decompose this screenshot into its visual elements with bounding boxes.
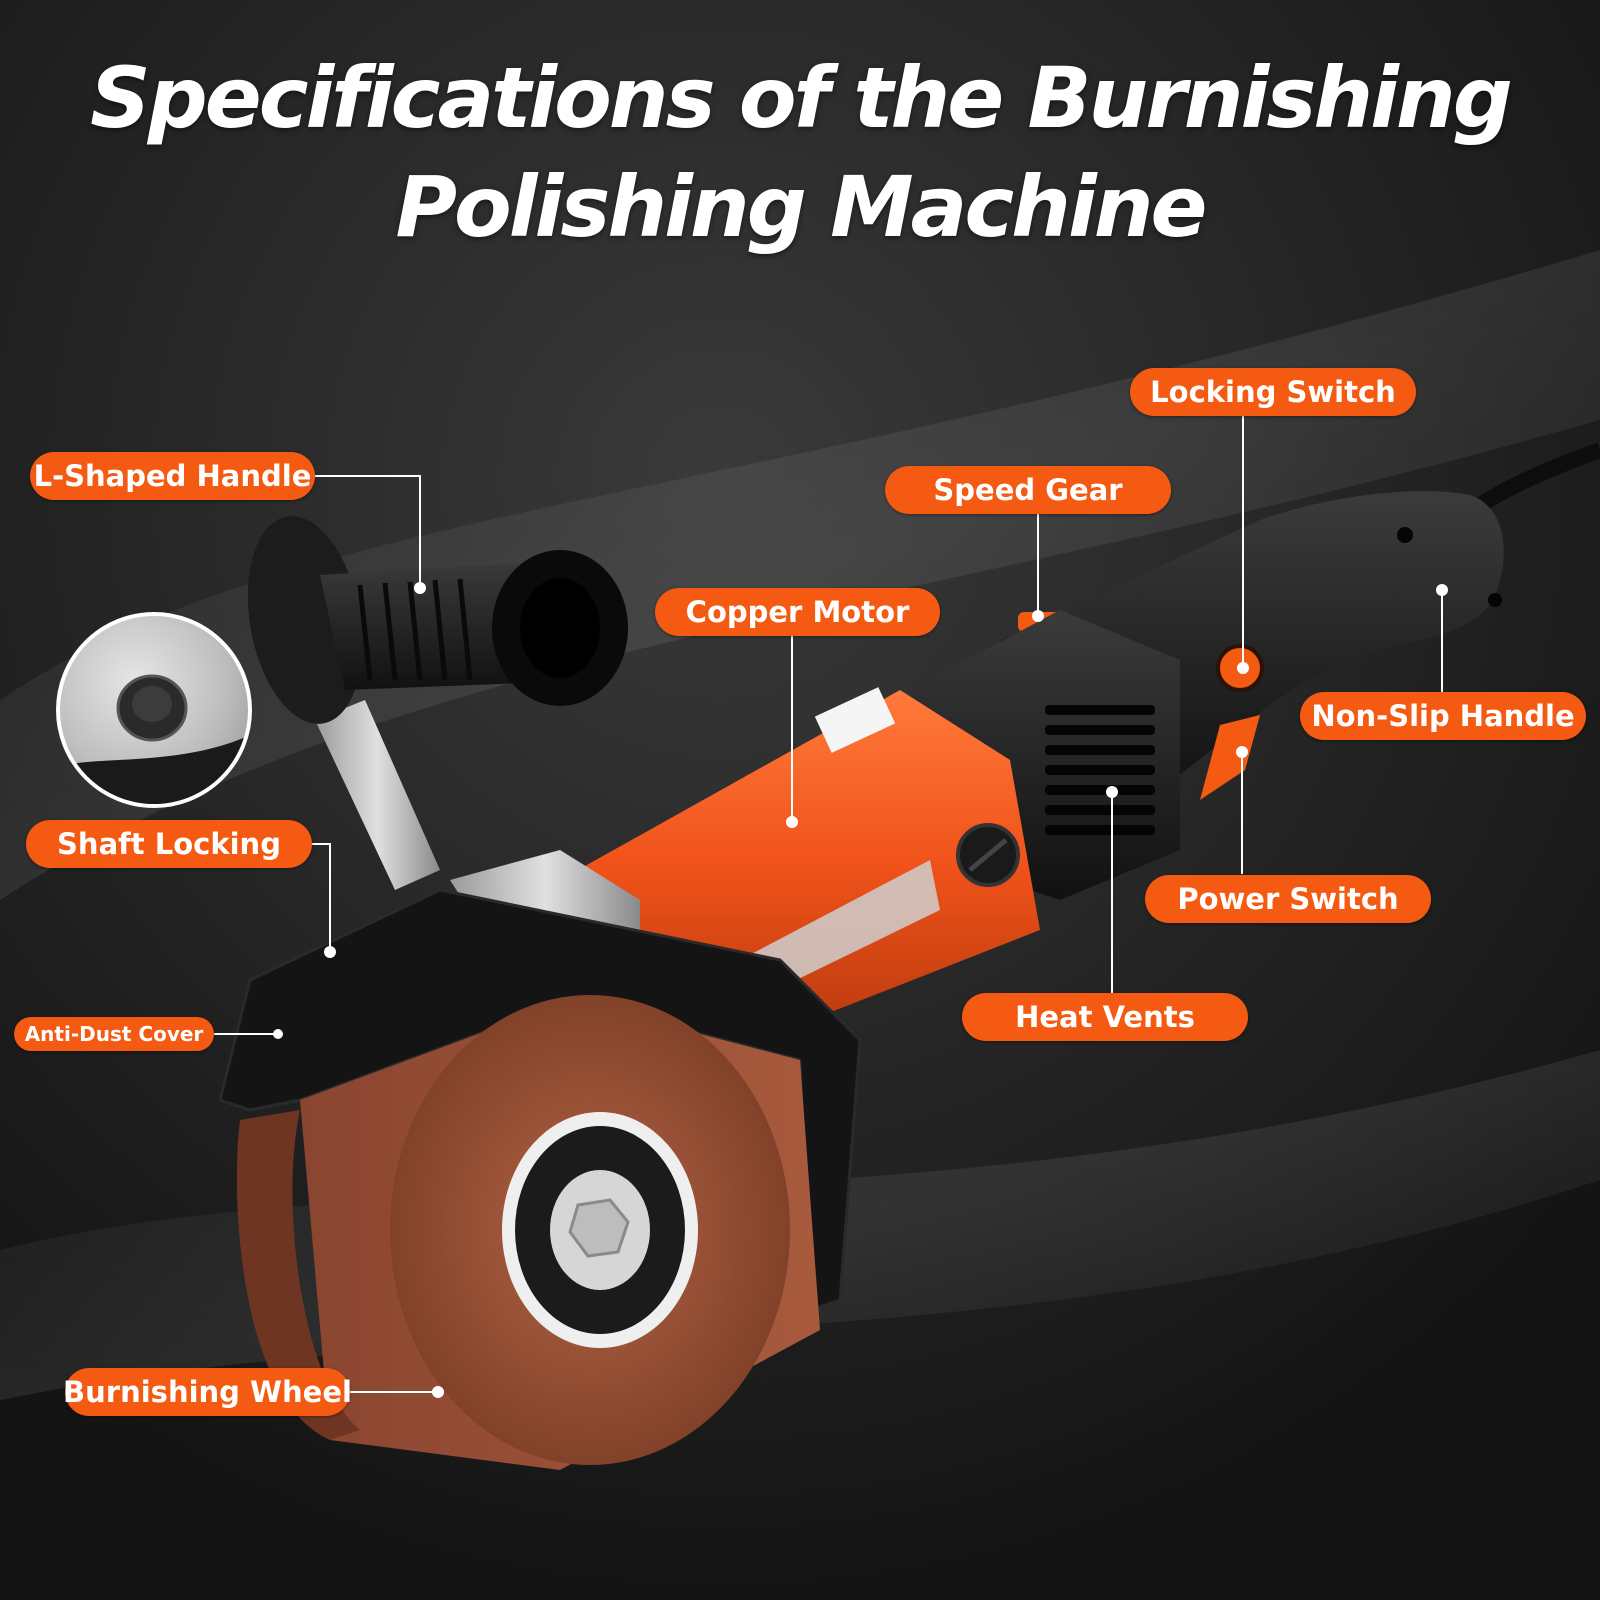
power-switch-trigger xyxy=(1200,715,1260,800)
wheel-bolt xyxy=(568,1198,630,1258)
locking-switch-button xyxy=(1216,644,1264,692)
motor-label-plate xyxy=(740,860,940,1000)
label-burnishing-wheel: Burnishing Wheel xyxy=(63,1368,352,1416)
label-speed-gear: Speed Gear xyxy=(885,466,1171,514)
label-shaft-locking: Shaft Locking xyxy=(26,820,312,868)
label-power-switch: Power Switch xyxy=(1145,875,1431,923)
motor-sticker xyxy=(814,687,896,753)
label-copper-motor: Copper Motor xyxy=(655,588,940,636)
label-anti-dust-cover: Anti-Dust Cover xyxy=(14,1017,214,1051)
label-l-shaped-handle: L-Shaped Handle xyxy=(30,452,315,500)
anti-dust-cover xyxy=(218,888,862,1313)
label-non-slip-handle: Non-Slip Handle xyxy=(1300,692,1586,740)
power-cord xyxy=(1475,442,1600,512)
title-line-1: Specifications of the Burnishing xyxy=(90,49,1513,147)
title-line-2: Polishing Machine xyxy=(395,158,1207,256)
shaft-locking-detail-inset xyxy=(56,612,252,808)
side-handle-shaft xyxy=(315,700,440,890)
heat-vent-slots xyxy=(1045,705,1155,835)
label-heat-vents: Heat Vents xyxy=(962,993,1248,1041)
label-locking-switch: Locking Switch xyxy=(1130,368,1416,416)
